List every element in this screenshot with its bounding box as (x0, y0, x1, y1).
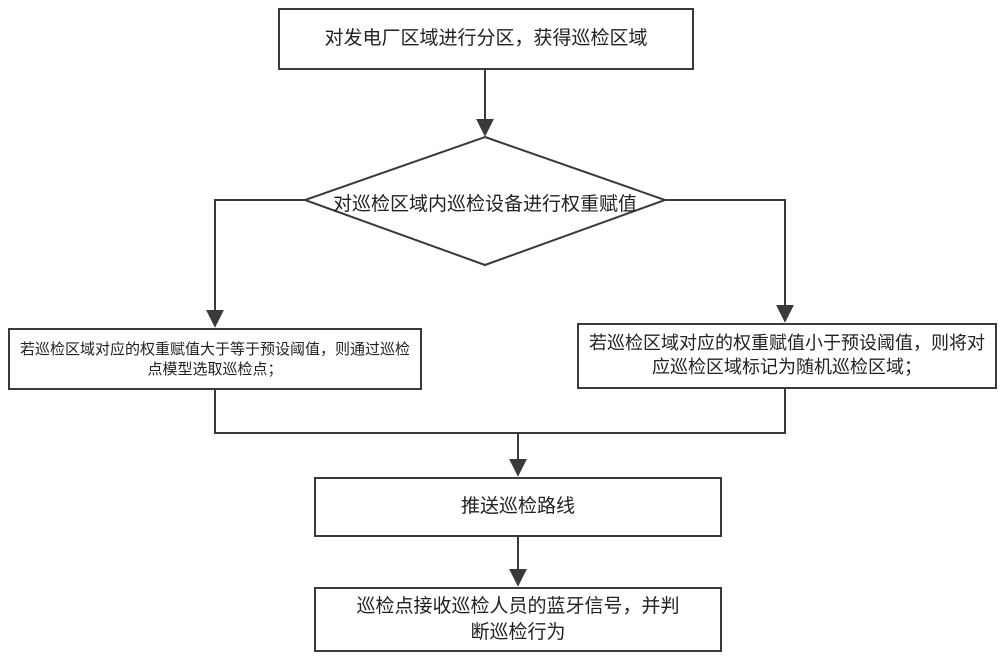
step-push-route: 推送巡检路线 (314, 477, 722, 537)
step-receive-bluetooth: 巡检点接收巡检人员的蓝牙信号，并判断巡检行为 (314, 587, 722, 652)
step-push-route-label: 推送巡检路线 (460, 495, 575, 518)
decision-diamond (302, 135, 668, 267)
edge-merge (214, 389, 786, 434)
step-partition-plant: 对发电厂区域进行分区，获得巡检区域 (278, 8, 694, 70)
step-select-points-label: 若巡检区域对应的权重赋值大于等于预设阈值，则通过巡检点模型选取巡检点； (20, 339, 411, 378)
step-receive-bluetooth-label: 巡检点接收巡检人员的蓝牙信号，并判断巡检行为 (356, 594, 680, 643)
decision-label-wrap: 对巡检区域内巡检设备进行权重赋值 (305, 187, 665, 217)
step-mark-random-area-label: 若巡检区域对应的权重赋值小于预设阈值，则将对应巡检区域标记为随机巡检区域； (589, 332, 985, 378)
step-partition-plant-label: 对发电厂区域进行分区，获得巡检区域 (324, 27, 648, 50)
decision-assign-weights-label: 对巡检区域内巡检设备进行权重赋值 (332, 192, 637, 215)
edge-decision-to-left (206, 199, 305, 328)
edge-decision-to-right (665, 199, 794, 323)
step-mark-random-area: 若巡检区域对应的权重赋值小于预设阈值，则将对应巡检区域标记为随机巡检区域； (577, 323, 997, 389)
step-select-points: 若巡检区域对应的权重赋值大于等于预设阈值，则通过巡检点模型选取巡检点； (8, 328, 422, 390)
